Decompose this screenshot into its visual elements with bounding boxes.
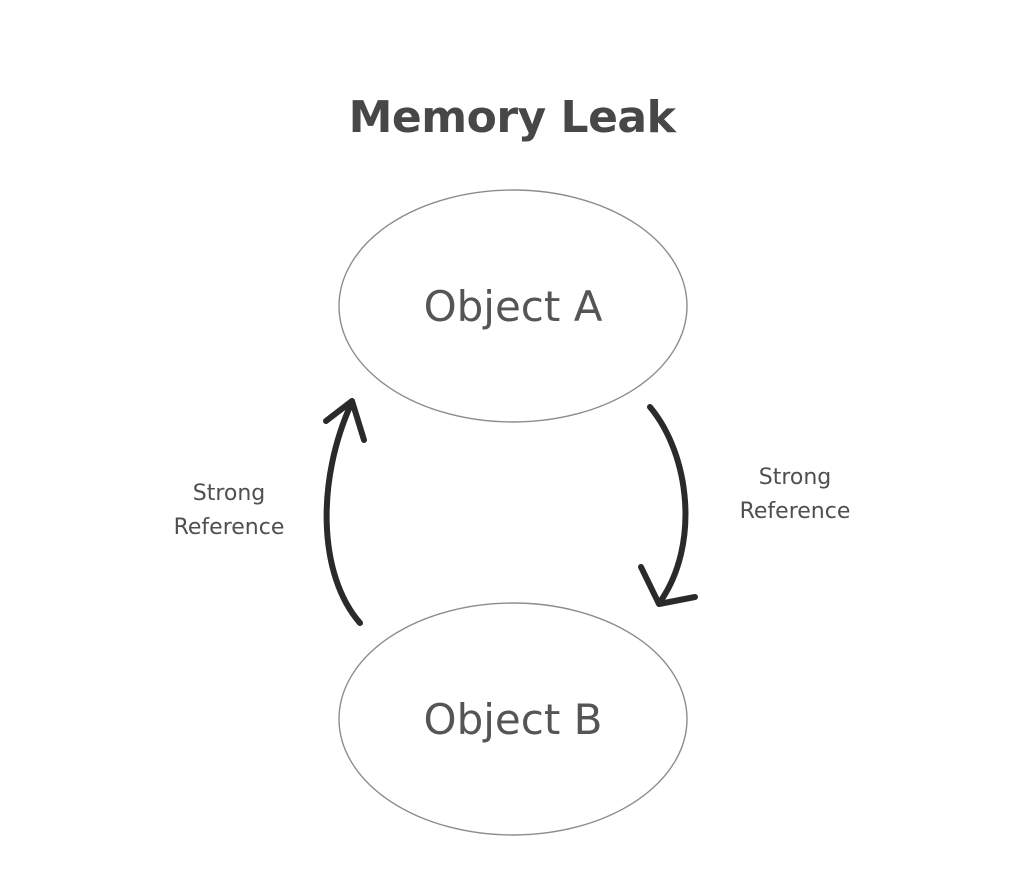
node-object-a-label: Object A: [424, 282, 603, 331]
node-object-b: Object B: [338, 602, 688, 836]
edge-a-to-b-label-line-2: Reference: [739, 499, 851, 524]
edge-a-to-b-arrow: [638, 404, 698, 607]
edge-a-to-b-label: Strong Reference: [695, 461, 895, 529]
edge-a-to-b-label-line-1: Strong: [758, 465, 832, 490]
node-object-a: Object A: [338, 189, 688, 423]
edge-b-to-a-shaft: [323, 399, 363, 626]
node-object-a-ellipse: [338, 189, 688, 423]
diagram-title: Memory Leak: [348, 92, 676, 143]
edge-b-to-a-label-line-2: Reference: [173, 515, 285, 540]
edge-b-to-a-label-line-1: Strong: [192, 481, 266, 506]
edge-b-to-a-arrow: [323, 398, 367, 626]
edge-b-to-a-label: Strong Reference: [129, 477, 329, 545]
edge-b-to-a-arrowhead: [323, 398, 367, 443]
edge-a-to-b-arrowhead: [638, 564, 698, 607]
node-object-b-label: Object B: [424, 695, 603, 744]
node-object-b-ellipse: [338, 602, 688, 836]
edge-a-to-b-shaft: [647, 404, 689, 605]
